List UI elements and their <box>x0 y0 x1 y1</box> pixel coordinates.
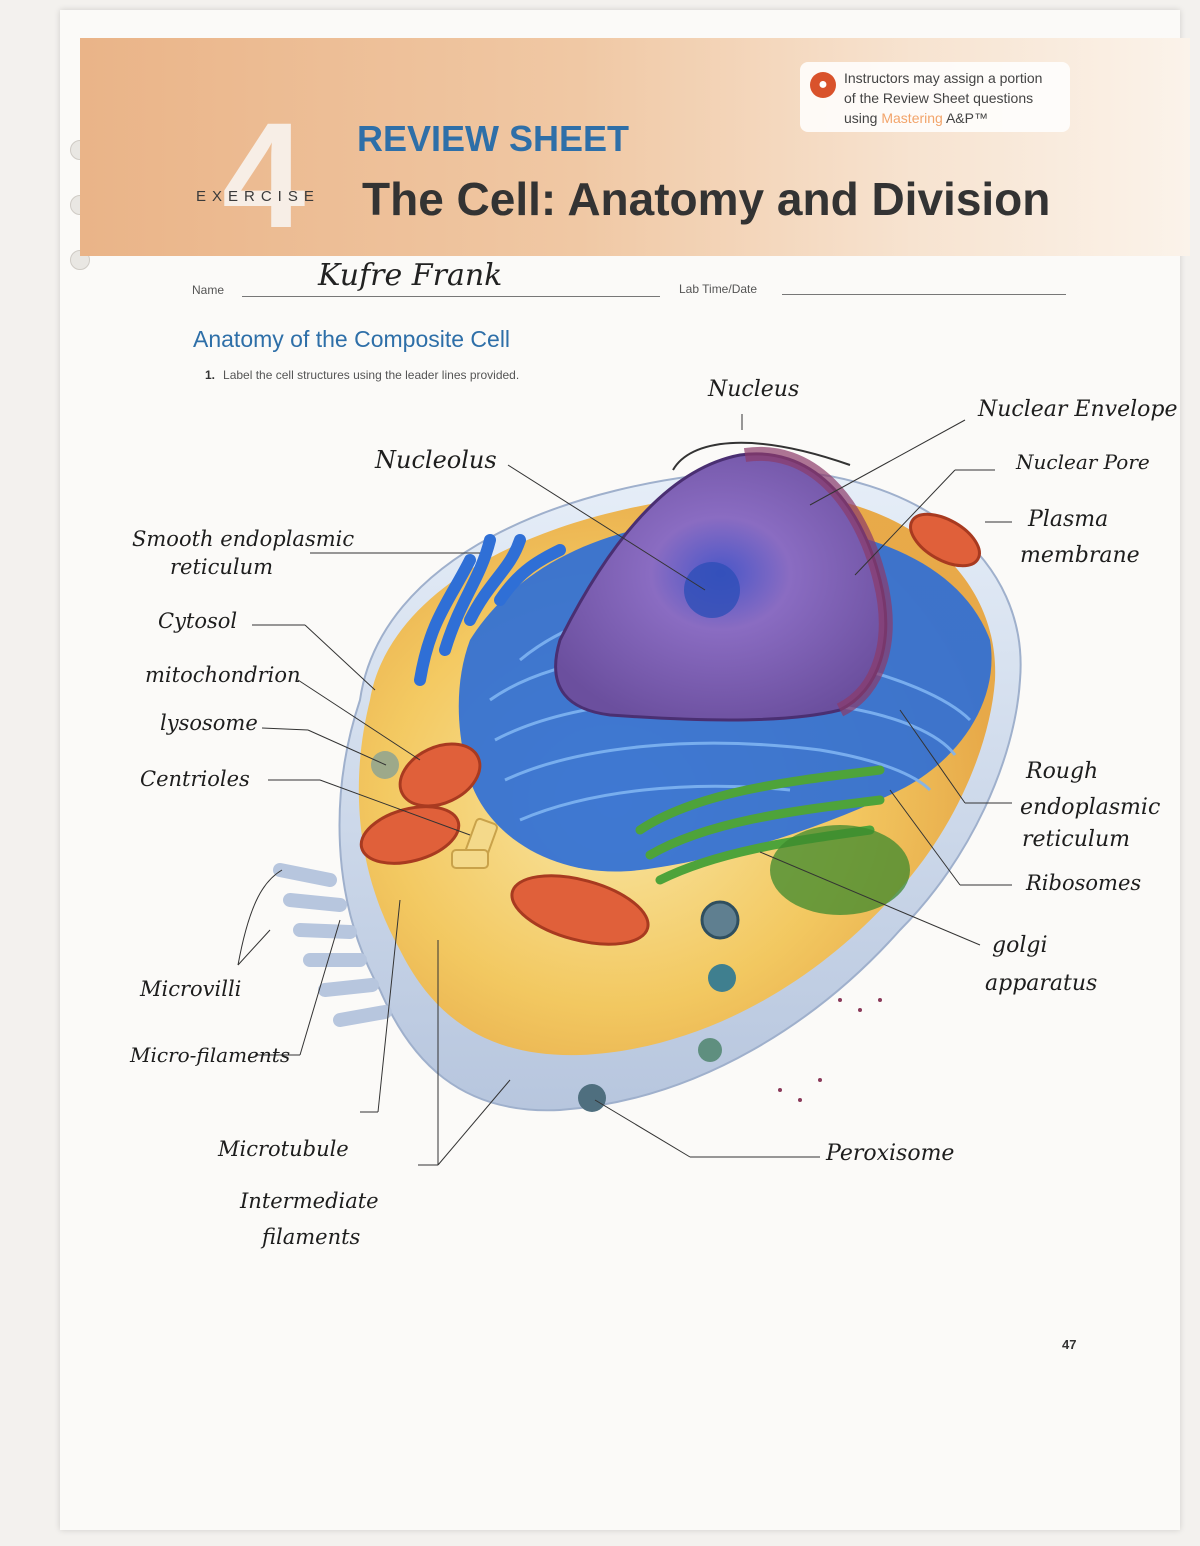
centriole <box>451 849 489 869</box>
instructor-note-line3: using Mastering A&P™ <box>844 108 1064 128</box>
label-golgi-2: apparatus <box>985 971 1098 996</box>
page-title: The Cell: Anatomy and Division <box>362 173 1051 225</box>
label-nucleolus: Nucleolus <box>375 446 497 474</box>
golgi-body <box>770 825 910 915</box>
label-nuclear-pore: Nuclear Pore <box>1016 450 1150 474</box>
mitochondrion <box>909 512 981 568</box>
name-value: Kufre Frank <box>318 258 503 293</box>
label-peroxisome: Peroxisome <box>826 1141 955 1166</box>
label-plasma-membrane-1: Plasma <box>1028 507 1109 532</box>
ribosomes <box>778 998 882 1102</box>
vesicle <box>700 900 740 940</box>
lab-time-field[interactable] <box>782 294 1066 295</box>
vesicle <box>698 1038 722 1062</box>
review-sheet-heading: REVIEW SHEET <box>357 118 630 159</box>
label-ribosomes: Ribosomes <box>1026 871 1142 895</box>
section-title: Anatomy of the Composite Cell <box>193 326 511 352</box>
vesicle <box>708 964 736 992</box>
peroxisome <box>578 1084 606 1112</box>
name-label: Name <box>192 283 225 297</box>
microvilli <box>273 863 392 1027</box>
ap-brand: A&P™ <box>945 110 988 126</box>
instructor-note-line1: Instructors may assign a portion <box>844 70 1043 86</box>
instructor-note-line2: of the Review Sheet questions <box>844 90 1034 106</box>
question-text: Label the cell structures using the lead… <box>223 368 520 382</box>
instructor-note-text: Instructors may assign a portion of the … <box>844 68 1064 128</box>
label-nucleus: Nucleus <box>708 377 800 402</box>
mastering-icon: ● <box>810 72 836 98</box>
instructor-note-using: using <box>844 110 878 126</box>
label-microtubule: Microtubule <box>218 1137 349 1161</box>
label-smooth-er-1: Smooth endoplasmic <box>132 527 355 551</box>
label-microvilli: Microvilli <box>140 977 242 1001</box>
exercise-label: EXERCISE <box>196 188 320 205</box>
label-microfilaments: Micro-filaments <box>130 1043 291 1067</box>
smooth-er <box>414 534 566 686</box>
label-smooth-er-2: reticulum <box>170 555 274 579</box>
name-field[interactable] <box>242 296 660 297</box>
label-cytosol: Cytosol <box>158 609 238 633</box>
mastering-brand: Mastering <box>881 110 943 126</box>
label-rough-er-3: reticulum <box>1022 827 1130 852</box>
question-number: 1. <box>205 368 216 382</box>
mitochondrion <box>359 805 461 865</box>
label-centrioles: Centrioles <box>140 767 250 791</box>
label-golgi-1: golgi <box>992 933 1048 958</box>
instructor-note: ● Instructors may assign a portion of th… <box>800 62 1070 132</box>
label-plasma-membrane-2: membrane <box>1020 543 1140 568</box>
label-rough-er-2: endoplasmic <box>1020 795 1161 820</box>
leader-lines <box>237 414 1012 1166</box>
page-number: 47 <box>1062 1337 1077 1352</box>
mitochondrion <box>510 874 650 946</box>
question-1: 1. Label the cell structures using the le… <box>205 368 519 382</box>
nuclear-envelope <box>743 446 893 717</box>
label-lysosome: lysosome <box>160 711 258 735</box>
nucleolus <box>684 562 740 618</box>
exercise-number: 4 <box>222 91 305 259</box>
label-rough-er-1: Rough <box>1026 759 1099 784</box>
label-intermediate-2: filaments <box>262 1225 361 1249</box>
lab-time-label: Lab Time/Date <box>679 282 758 296</box>
label-mitochondrion: mitochondrion <box>145 663 301 687</box>
label-nuclear-envelope: Nuclear Envelope <box>978 397 1178 422</box>
label-intermediate-1: Intermediate <box>240 1189 379 1213</box>
